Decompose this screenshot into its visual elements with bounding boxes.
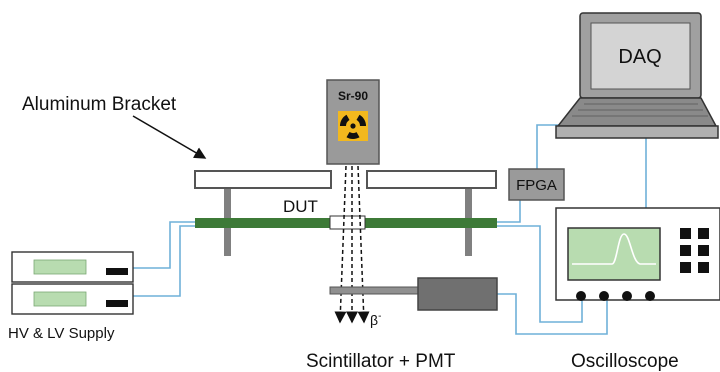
source-label: Sr-90: [338, 89, 368, 103]
scope-button: [698, 228, 709, 239]
radiation-symbol-icon: [339, 114, 367, 139]
cable-dut-fpga: [497, 200, 521, 223]
cable-supply-lower: [133, 225, 195, 297]
fpga-box: [508, 168, 565, 201]
laptop-screen: [590, 22, 691, 90]
cable-dut-scope: [497, 225, 583, 323]
scintillator-bar: [329, 286, 419, 295]
scope-screen: [567, 227, 661, 281]
beta-label: β-: [370, 311, 381, 328]
bracket-left-arm: [194, 170, 332, 189]
scope-inputs: [576, 291, 655, 301]
scope-button: [680, 228, 691, 239]
supply-port-lower: [106, 300, 128, 307]
scope-input-ch4: [645, 291, 655, 301]
supply-label: HV & LV Supply: [8, 325, 115, 342]
cable-supply-upper: [133, 221, 195, 269]
scope-button: [698, 262, 709, 273]
dut-label: DUT: [283, 197, 318, 216]
scope-button: [698, 245, 709, 256]
scope-input-ch2: [599, 291, 609, 301]
scope-input-ch1: [576, 291, 586, 301]
bracket-label: Aluminum Bracket: [22, 94, 177, 115]
sr90-source: [326, 79, 380, 165]
laptop-keys: [572, 103, 708, 117]
scope-input-ch3: [622, 291, 632, 301]
scope-button: [680, 245, 691, 256]
oscilloscope: [555, 207, 720, 301]
dut-chip: [329, 215, 366, 230]
beta-rays: [334, 165, 370, 324]
bracket-pointer-arrow: [132, 115, 207, 159]
beta-ray-3: [357, 165, 370, 324]
cable-fpga-daq: [536, 124, 560, 169]
supply-display-upper: [33, 259, 87, 275]
oscilloscope-label: Oscilloscope: [571, 351, 679, 372]
scope-waveform: [572, 233, 656, 265]
pmt-body: [417, 277, 498, 311]
hv-lv-supply: [11, 251, 134, 315]
laptop-keyboard-base: [556, 97, 718, 127]
cable-pmt-scope: [497, 293, 608, 335]
laptop-bottom: [555, 125, 719, 139]
fpga-label: FPGA: [516, 177, 557, 194]
scintillator-pmt: [329, 277, 498, 311]
supply-port-upper: [106, 268, 128, 275]
scintillator-label: Scintillator + PMT: [306, 351, 456, 372]
daq-label: DAQ: [618, 46, 661, 68]
scope-buttons: [680, 228, 709, 273]
supply-display-lower: [33, 291, 87, 307]
bracket-right-arm: [366, 170, 497, 189]
scope-button: [680, 262, 691, 273]
beta-ray-1: [334, 165, 347, 324]
cables: [133, 124, 647, 335]
daq-laptop: [555, 12, 719, 139]
